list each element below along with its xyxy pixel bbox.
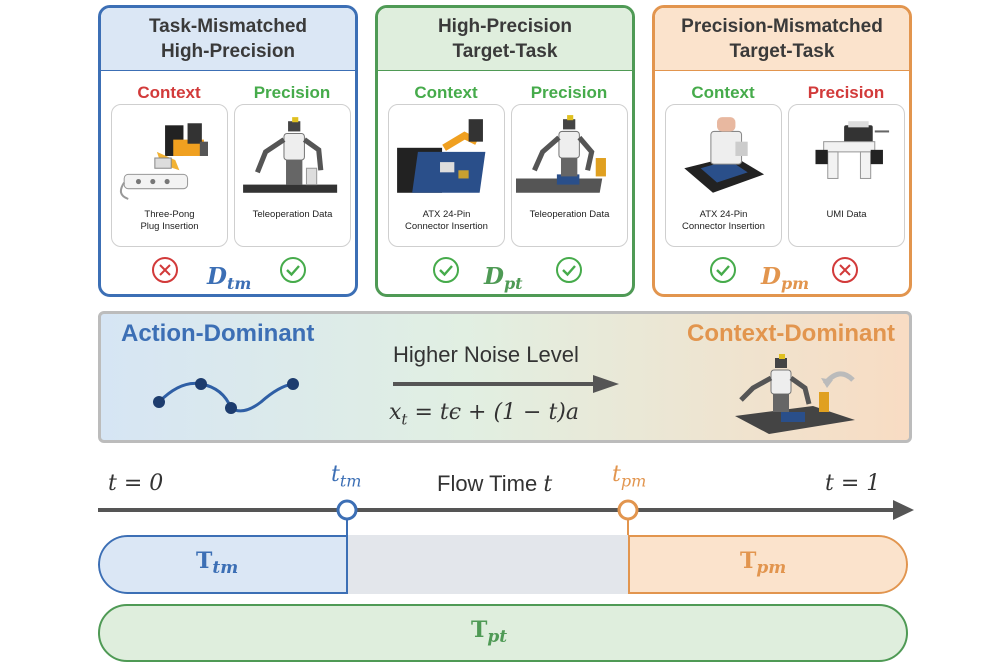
axis-end-label: t = 1 — [825, 471, 881, 496]
dataset-symbol-dtm: Dtm — [207, 263, 252, 293]
umi-gripper-image — [815, 121, 890, 179]
check-icon — [433, 257, 459, 283]
noise-level-banner: Action-Dominant Context-Dominant Higher … — [98, 311, 912, 443]
teleoperation-image — [243, 117, 338, 193]
precision-label: Precision — [530, 83, 608, 102]
check-icon — [710, 257, 736, 283]
precision-card: Teleoperation Data — [511, 104, 628, 247]
teleoperation-image — [516, 115, 606, 193]
interval-tm-label: Ttm — [196, 548, 239, 578]
noise-equation: xt = tϵ + (1 − t)a — [389, 400, 579, 429]
robot-context-image — [735, 354, 855, 434]
dataset-symbol-dpm: Dpm — [761, 263, 810, 293]
tick-tpm-marker — [617, 499, 639, 521]
precision-caption: Teleoperation Data — [529, 209, 610, 220]
interval-pm — [628, 535, 908, 594]
interval-tm — [98, 535, 348, 594]
precision-label: Precision — [807, 83, 885, 102]
interval-pt — [98, 604, 908, 662]
check-icon — [556, 257, 582, 283]
check-icon — [280, 257, 306, 283]
right-arrow-icon — [393, 375, 619, 393]
precision-caption: UMI Data — [826, 209, 867, 220]
context-dominant-label: Context-Dominant — [687, 320, 895, 347]
precision-card: Teleoperation Data — [234, 104, 351, 247]
atx-connector-image — [397, 119, 486, 193]
cross-icon — [152, 257, 178, 283]
atx-connector-image — [684, 117, 765, 193]
cross-icon — [832, 257, 858, 283]
tick-tpm-label: tpm — [612, 462, 647, 491]
axis-start-label: t = 0 — [108, 471, 164, 496]
precision-card: UMI Data — [788, 104, 905, 247]
tick-ttm-marker — [336, 499, 358, 521]
higher-noise-label: Higher Noise Level — [393, 342, 579, 367]
context-label: Context — [414, 83, 478, 102]
action-trajectory-icon — [153, 378, 299, 414]
context-label: Context — [137, 83, 201, 102]
dataset-symbol-dpt: Dpt — [484, 263, 523, 293]
axis-title: Flow Time t — [437, 471, 553, 497]
precision-caption: Teleoperation Data — [252, 209, 333, 220]
interval-pt-label: Tpt — [471, 617, 508, 647]
interval-bar-top — [98, 535, 908, 594]
plug-insertion-image — [119, 123, 208, 200]
tick-ttm-label: ttm — [331, 462, 362, 491]
precision-label: Precision — [253, 83, 331, 102]
action-dominant-label: Action-Dominant — [121, 320, 315, 347]
interval-pm-label: Tpm — [740, 548, 787, 578]
context-label: Context — [691, 83, 755, 102]
